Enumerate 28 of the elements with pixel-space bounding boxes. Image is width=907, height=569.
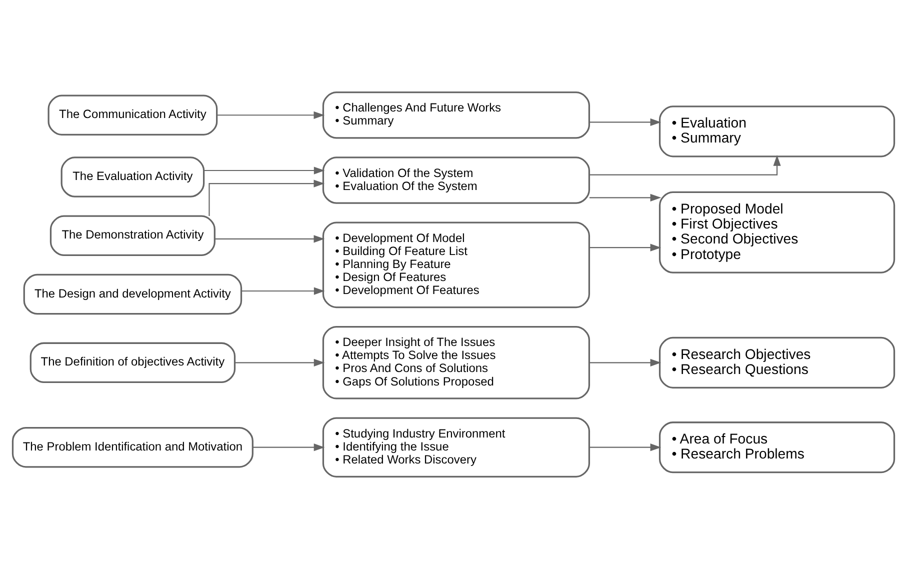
node-box: • Challenges And Future Works • Summary (322, 92, 590, 139)
arrow (589, 358, 662, 366)
arrow (204, 166, 325, 174)
arrow (208, 180, 325, 216)
arrow (589, 118, 662, 126)
arrow (252, 444, 325, 452)
node-box: The Demonstration Activity (50, 215, 216, 256)
node-box: The Problem Identification and Motivation (12, 427, 254, 468)
arrow (589, 155, 781, 176)
arrow (241, 287, 325, 295)
node-box: • Development Of Model • Building Of Feature List • Planning By Feature • Design Of Features • Development Of Features (322, 222, 590, 308)
arrow (214, 235, 325, 243)
node-box: • Validation Of the System • Evaluation Of the System (322, 156, 590, 204)
node-box: • Proposed Model • First Objectives • Second Objectives • Prototype (658, 191, 896, 274)
node-box: • Studying Industry Environment • Identifying the Issue • Related Works Discovery (322, 417, 590, 478)
node-box: The Definition of objectives Activity (30, 342, 236, 384)
node-box: • Research Objectives • Research Questions (658, 336, 896, 388)
arrow (216, 111, 325, 119)
arrow (589, 244, 662, 252)
node-box: The Communication Activity (48, 94, 218, 136)
node-box: • Evaluation • Summary (658, 106, 896, 158)
node-box: • Deeper Insight of The Issues • Attempts To Solve the Issues • Pros And Cons of Solutions • Gaps Of Solutions Proposed (322, 326, 590, 400)
node-box: The Evaluation Activity (60, 156, 205, 198)
node-box: • Area of Focus • Research Problems (658, 422, 896, 474)
arrow (235, 358, 325, 366)
node-box: The Design and development Activity (23, 274, 242, 315)
arrow (589, 444, 662, 452)
arrow (589, 194, 662, 202)
